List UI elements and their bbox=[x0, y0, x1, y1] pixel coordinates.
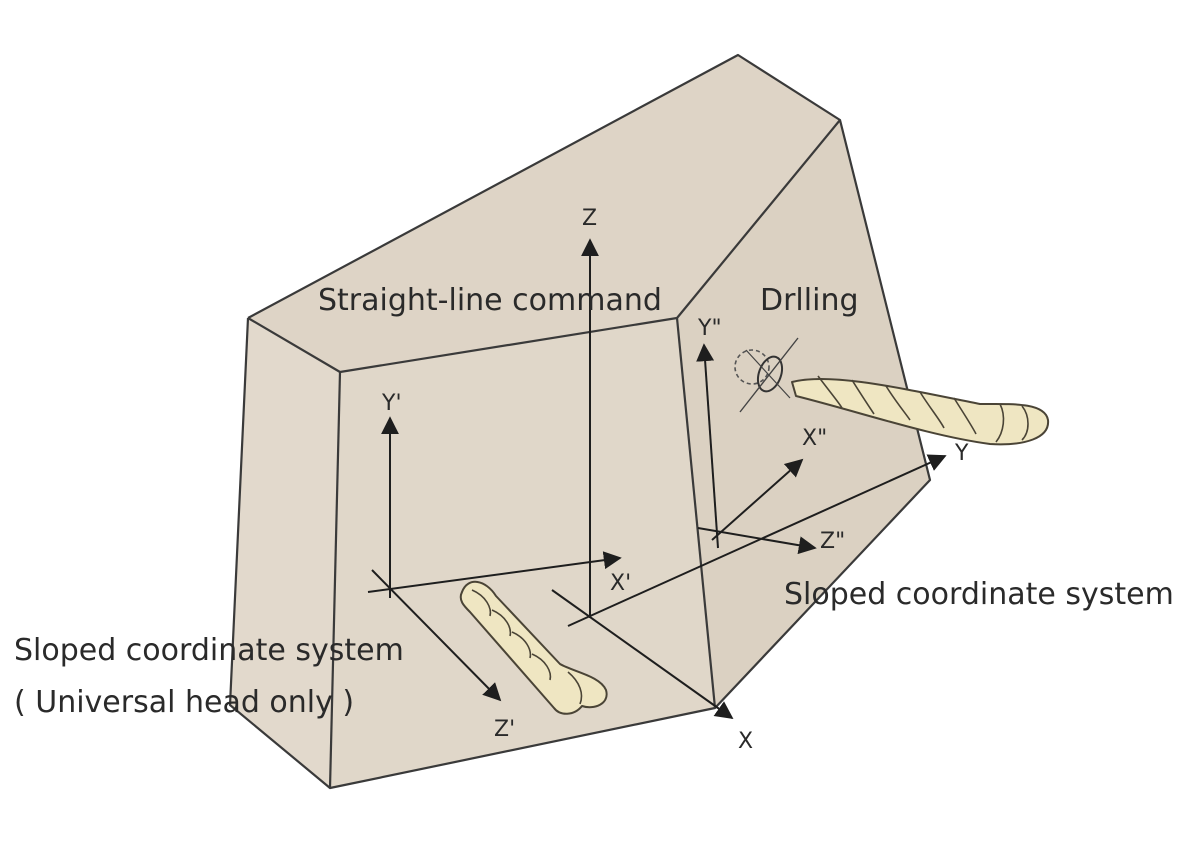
universal-head-only-label: ( Universal head only ) bbox=[14, 685, 354, 720]
main-coordinate-system: Z Y X bbox=[551, 206, 969, 754]
workpiece-block bbox=[228, 53, 932, 790]
drilling-label: Drlling bbox=[760, 283, 859, 318]
drill-bit-right bbox=[791, 375, 1050, 446]
sloped-coordinate-system-right: Y" X" Z" bbox=[696, 316, 845, 555]
block-top-face bbox=[248, 55, 840, 372]
sloped-left-y-label: Y' bbox=[381, 391, 402, 416]
block-edges bbox=[228, 53, 932, 790]
sloped-right-z-axis bbox=[697, 527, 817, 555]
block-front-face bbox=[330, 318, 715, 788]
main-z-label: Z bbox=[582, 206, 597, 231]
main-y-label: Y bbox=[954, 441, 969, 466]
sloped-coordinate-system-right-label: Sloped coordinate system bbox=[784, 577, 1174, 612]
sloped-right-x-label: X" bbox=[802, 426, 827, 451]
main-x-axis bbox=[551, 589, 734, 720]
sloped-left-z-axis bbox=[371, 569, 502, 702]
sloped-left-z-label: Z' bbox=[494, 717, 515, 742]
sloped-coordinate-system-left-label: Sloped coordinate system bbox=[14, 633, 404, 668]
sloped-right-z-label: Z" bbox=[820, 529, 845, 554]
main-y-axis bbox=[567, 454, 947, 627]
sloped-right-x-axis bbox=[711, 458, 804, 541]
block-left-face bbox=[230, 318, 340, 788]
sloped-left-x-label: X' bbox=[610, 571, 631, 596]
main-x-label: X bbox=[738, 729, 753, 754]
sloped-right-y-label: Y" bbox=[697, 316, 722, 341]
sloped-right-y-axis bbox=[696, 343, 719, 549]
drill-bit-left bbox=[459, 581, 608, 715]
straight-line-command-label: Straight-line command bbox=[318, 283, 662, 318]
sloped-left-x-axis bbox=[367, 551, 622, 593]
drilling-hole-indicator bbox=[734, 337, 799, 413]
block-right-face bbox=[677, 120, 930, 708]
sloped-coordinate-system-left: Y' X' Z' bbox=[367, 391, 631, 742]
